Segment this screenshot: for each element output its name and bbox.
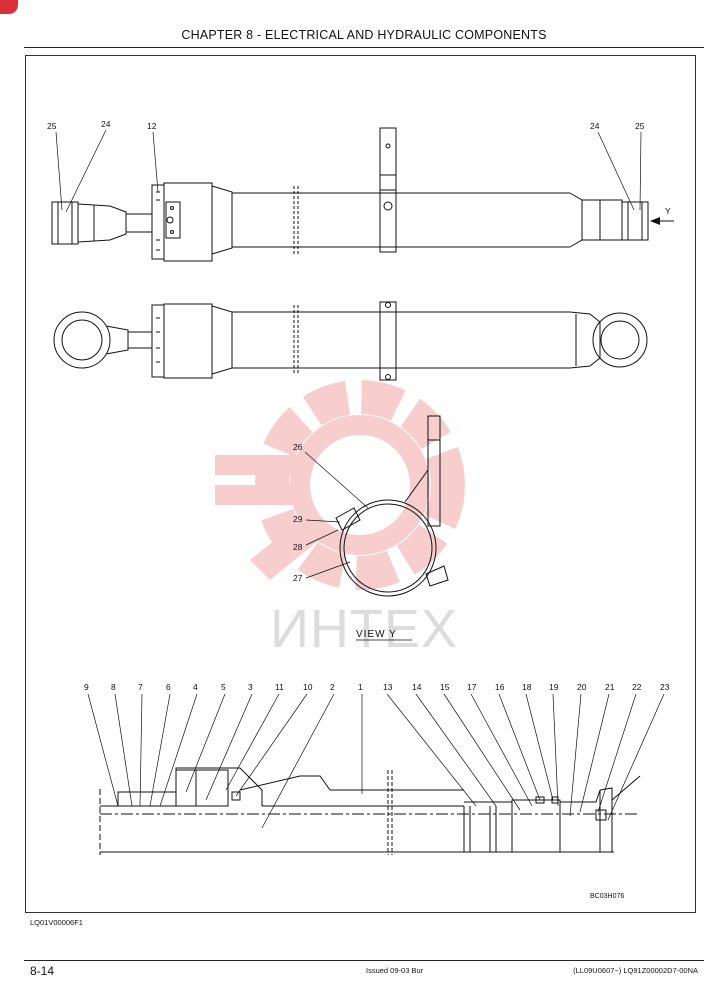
section-leader-5 (185, 693, 226, 793)
section-leader-19 (552, 693, 559, 807)
section-leader-23 (607, 693, 665, 821)
section-leader-2 (261, 693, 335, 829)
view-arrow-icon (650, 217, 674, 225)
watermark-text: ИНТЕХ (270, 599, 458, 659)
drawing-ref-code: BC03H076 (590, 893, 624, 900)
top-leaders (55, 129, 642, 213)
section-callout-4: 4 (193, 682, 198, 692)
section-leader-16 (498, 693, 541, 801)
cylinder-top-view (51, 127, 649, 262)
section-callout-15: 15 (440, 682, 450, 692)
figure-code: LQ01V00006F1 (30, 918, 83, 927)
callout-29: 29 (293, 514, 303, 524)
issued-date: Issued 09-03 Bur (366, 966, 424, 975)
section-callout-7: 7 (138, 682, 143, 692)
section-callout-8: 8 (111, 682, 116, 692)
section-leader-6 (149, 693, 171, 807)
section-leader-21 (579, 693, 610, 813)
clamp-detail-view (335, 415, 449, 597)
section-callout-11: 11 (275, 682, 284, 692)
callout-25-right: 25 (635, 121, 645, 131)
section-callout-21: 21 (605, 682, 615, 692)
section-callout-16: 16 (495, 682, 505, 692)
watermark-gear-icon (215, 380, 465, 590)
section-leader-9 (87, 693, 119, 807)
section-callout-17: 17 (467, 682, 477, 692)
section-callout-19: 19 (549, 682, 559, 692)
section-callout-22: 22 (632, 682, 642, 692)
section-leader-7 (139, 693, 143, 807)
section-leader-8 (114, 693, 133, 807)
section-leader-22 (597, 693, 637, 813)
section-leader-18 (525, 693, 554, 801)
section-callout-2: 2 (330, 682, 335, 692)
callout-12: 12 (147, 121, 157, 131)
section-callout-9: 9 (84, 682, 89, 692)
callout-24-left: 24 (101, 119, 111, 129)
header-divider (24, 47, 704, 48)
callout-28: 28 (293, 542, 303, 552)
section-callout-20: 20 (577, 682, 587, 692)
section-callout-1: 1 (358, 682, 363, 692)
corner-badge-icon (0, 0, 18, 14)
section-leader-15 (443, 693, 521, 811)
callout-27: 27 (293, 573, 303, 583)
section-leader-20 (569, 693, 582, 817)
section-callout-23: 23 (660, 682, 670, 692)
section-callout-18: 18 (522, 682, 532, 692)
section-leader-14 (415, 693, 497, 807)
page-number: 8-14 (30, 964, 55, 978)
section-callout-5: 5 (221, 682, 226, 692)
document-code: (LL09U0607~) LQ91Z00002D7-00NA (573, 966, 698, 975)
footer-divider (24, 960, 704, 961)
section-callout-13: 13 (383, 682, 393, 692)
section-leader-11 (225, 693, 280, 791)
section-callout-10: 10 (303, 682, 313, 692)
section-callout-14: 14 (412, 682, 422, 692)
section-leader-13 (386, 693, 477, 807)
callout-24-right: 24 (590, 121, 600, 131)
callout-25-left: 25 (47, 121, 57, 131)
section-leader-3 (205, 693, 253, 801)
section-leader-10 (235, 693, 308, 797)
page-title: CHAPTER 8 - ELECTRICAL AND HYDRAULIC COM… (181, 28, 547, 42)
figure-frame (25, 55, 696, 913)
section-leader-17 (470, 693, 533, 807)
section-callout-3: 3 (248, 682, 253, 692)
cylinder-side-view (53, 301, 648, 381)
view-leaders (304, 451, 369, 579)
arrow-label: Y (665, 206, 671, 216)
section-callout-6: 6 (166, 682, 171, 692)
section-leader-4 (159, 693, 198, 807)
section-view (99, 767, 641, 855)
view-label: VIEW Y (356, 629, 397, 640)
callout-26: 26 (293, 442, 303, 452)
